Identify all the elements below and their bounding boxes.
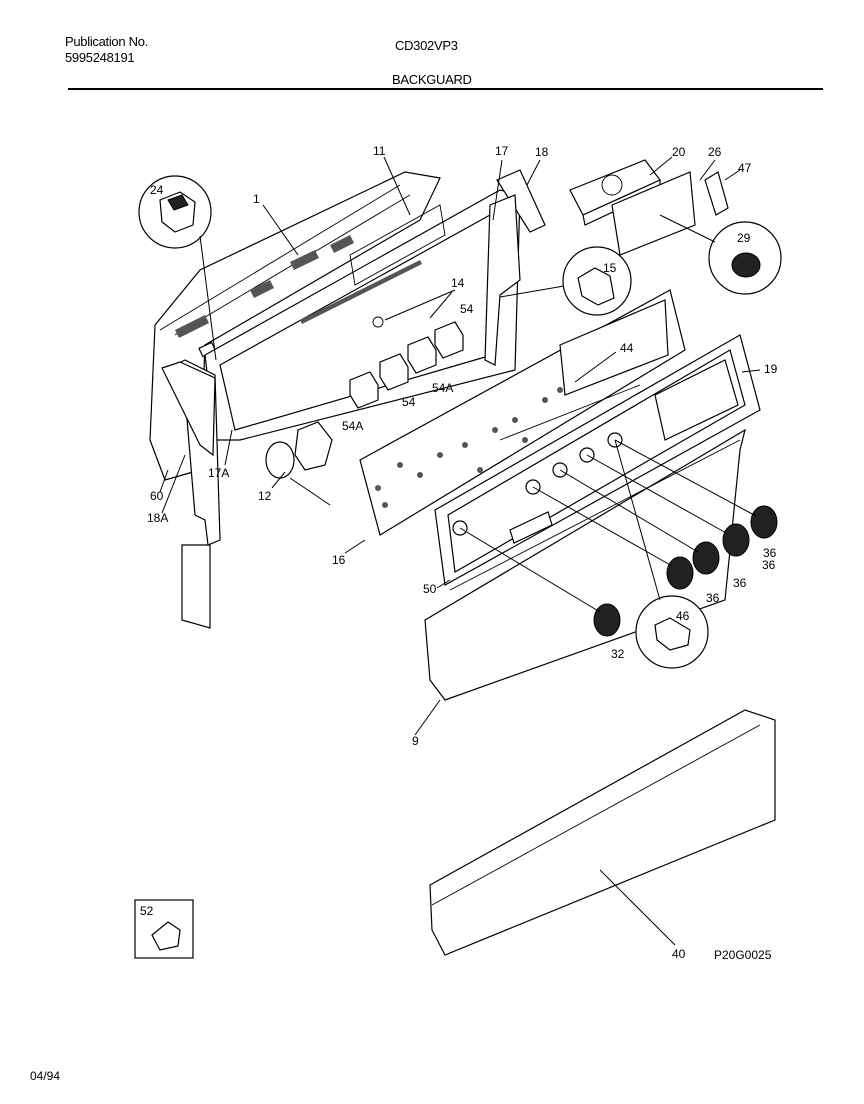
switch-detail	[138, 175, 217, 361]
right-end-cap	[484, 169, 546, 366]
clip-detail	[134, 899, 194, 959]
label-54a-top: 54	[460, 302, 474, 316]
label-54a-mid: 54A	[432, 381, 453, 395]
label-11: 11	[373, 144, 386, 158]
diagram-code: P20G0025	[714, 948, 772, 962]
label-26: 26	[708, 145, 722, 159]
left-end-cap	[161, 359, 221, 629]
leader-lines	[159, 156, 761, 946]
knob-cap-detail	[614, 439, 709, 669]
label-44: 44	[620, 341, 634, 355]
label-47: 47	[738, 161, 752, 175]
model-number: CD302VP3	[395, 38, 458, 53]
label-36-d: 36	[706, 591, 720, 605]
label-1: 1	[253, 192, 260, 206]
label-12: 12	[258, 489, 272, 503]
label-36-a: 36	[763, 546, 777, 560]
label-17a: 17A	[208, 466, 229, 480]
label-46: 46	[676, 609, 690, 623]
infinite-switches	[349, 289, 464, 409]
label-60: 60	[150, 489, 164, 503]
footer-date: 04/94	[30, 1069, 61, 1083]
backguard-frame	[204, 189, 521, 441]
label-20: 20	[672, 145, 686, 159]
label-16: 16	[332, 553, 346, 567]
control-panel	[359, 289, 686, 536]
part-labels: 1 11 17 18 20 26 47 24 29 15 14 54 44 19…	[140, 144, 778, 962]
thermostat	[265, 421, 333, 506]
label-9: 9	[412, 734, 419, 748]
knob-detail	[659, 214, 782, 295]
label-50: 50	[423, 582, 437, 596]
label-18a: 18A	[147, 511, 168, 525]
label-17: 17	[495, 144, 509, 158]
label-52: 52	[140, 904, 154, 918]
label-19: 19	[764, 362, 778, 376]
label-54-mid: 54	[402, 395, 416, 409]
clock-timer	[569, 159, 729, 256]
label-29: 29	[737, 231, 751, 245]
label-15: 15	[603, 261, 617, 275]
rear-housing	[149, 171, 441, 481]
lower-trim-panel	[424, 428, 746, 701]
label-18: 18	[535, 145, 549, 159]
label-24: 24	[150, 183, 164, 197]
bottom-trim-strip	[429, 709, 776, 956]
label-32: 32	[611, 647, 625, 661]
label-36-b: 36	[762, 558, 776, 572]
bracket-detail	[499, 246, 632, 316]
label-14: 14	[451, 276, 465, 290]
header-rule	[68, 88, 823, 90]
label-40: 40	[672, 947, 686, 961]
control-knobs	[459, 439, 778, 637]
label-36-c: 36	[733, 576, 747, 590]
section-title: BACKGUARD	[392, 72, 472, 87]
label-54a-left: 54A	[342, 419, 363, 433]
publication-label: Publication No.	[65, 34, 148, 49]
publication-number: 5995248191	[65, 50, 135, 65]
